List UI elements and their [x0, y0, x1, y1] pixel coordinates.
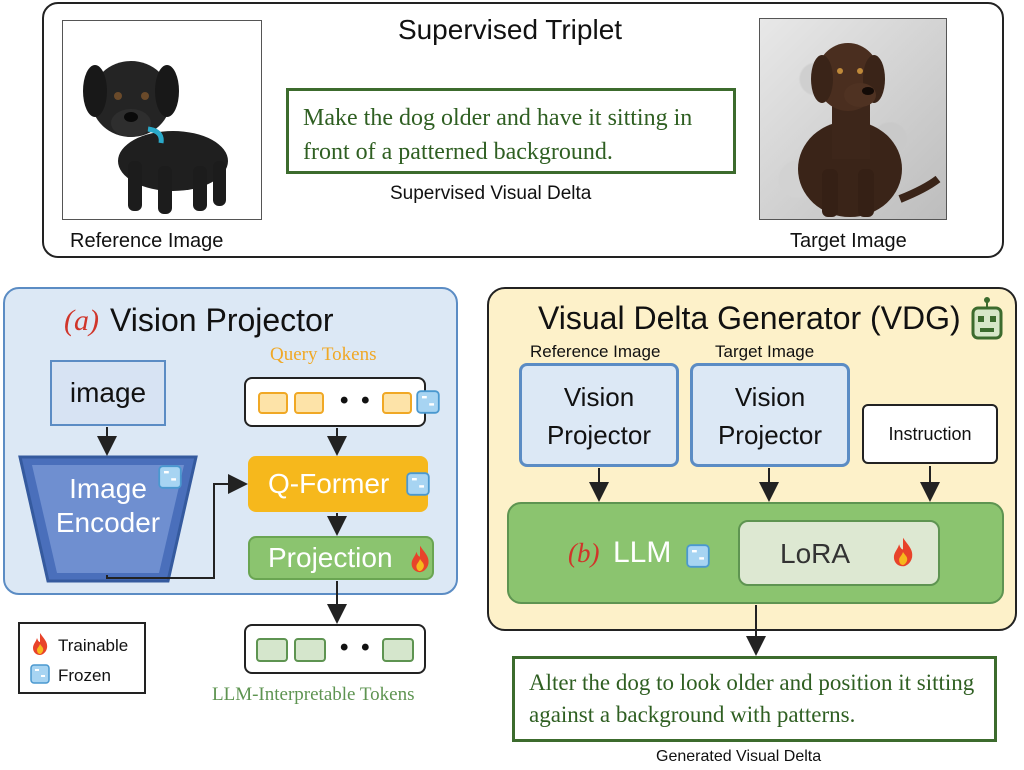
query-tokens-label: Query Tokens [270, 344, 377, 365]
ice-icon [30, 664, 50, 684]
robot-icon [971, 297, 1003, 340]
ice-icon [686, 544, 710, 568]
target-dog-photo [759, 18, 947, 220]
query-token [382, 392, 412, 414]
supervised-triplet-title: Supervised Triplet [397, 14, 623, 45]
vdg-target-image-label: Target Image [715, 342, 815, 361]
fire-icon [893, 537, 913, 567]
ice-icon [406, 472, 430, 496]
legend-trainable-label: Trainable [58, 636, 129, 655]
generated-visual-delta-caption: Generated Visual Delta [656, 748, 822, 765]
vdg-title: Visual Delta Generator (VDG) [538, 300, 961, 336]
llm-label: LLM [613, 536, 672, 569]
legend-frozen-label: Frozen [58, 666, 111, 685]
projection-block: Projection [248, 536, 434, 580]
image-input-box: image [50, 360, 166, 426]
supervised-triplet-panel [42, 2, 1004, 258]
query-tokens-box: • • • [244, 377, 426, 427]
lora-block [738, 520, 940, 586]
llm-token [382, 638, 414, 662]
panel-a-marker: (a) [64, 304, 99, 337]
vision-projector-title: Vision Projector [110, 302, 334, 338]
vision-projector-line2: Projector [546, 420, 652, 450]
supervised-instruction-text: Make the dog older and have it sitting i… [286, 88, 736, 174]
query-token [258, 392, 288, 414]
llm-token [256, 638, 288, 662]
ice-icon [416, 390, 440, 414]
vision-projector-line1: Vision [563, 382, 635, 412]
reference-dog-photo [62, 20, 262, 220]
llm-interpretable-tokens-box: • • • [244, 624, 426, 674]
query-token [294, 392, 324, 414]
vision-projector-target: Vision Projector [690, 363, 850, 467]
ice-icon [158, 465, 182, 489]
vision-projector-reference: Vision Projector [519, 363, 679, 467]
q-former-block: Q-Former [248, 456, 428, 512]
vision-projector-line2: Projector [717, 420, 823, 450]
target-image-label: Target Image [790, 230, 907, 252]
vdg-reference-image-label: Reference Image [530, 342, 661, 361]
reference-image-label: Reference Image [70, 230, 224, 252]
fire-icon [411, 545, 429, 573]
supervised-visual-delta-caption: Supervised Visual Delta [390, 183, 592, 204]
instruction-box: Instruction [862, 404, 998, 464]
vision-projector-line1: Vision [734, 382, 806, 412]
lora-label: LoRA [780, 538, 851, 569]
panel-b-marker: (b) [568, 538, 600, 568]
fire-icon [33, 633, 48, 655]
generated-visual-delta-text: Alter the dog to look older and position… [512, 656, 997, 742]
llm-token [294, 638, 326, 662]
llm-interpretable-tokens-label: LLM-Interpretable Tokens [212, 684, 415, 705]
